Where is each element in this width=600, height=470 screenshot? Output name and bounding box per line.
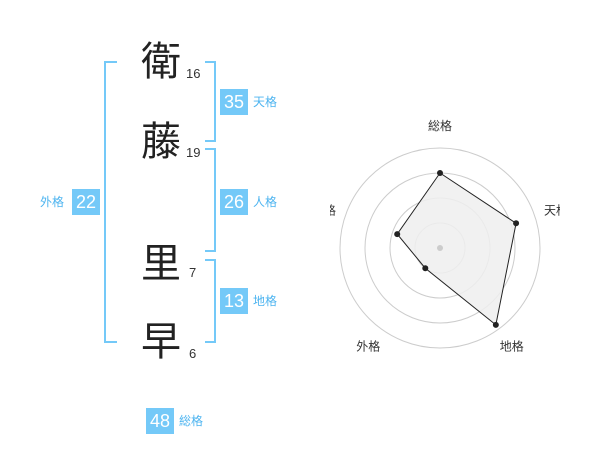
radar-axis-label-5: 人格 (330, 202, 336, 217)
stroke-count-1: 16 (186, 66, 201, 81)
radar-point-1 (437, 170, 443, 176)
jinkaku-label: 人格 (253, 195, 278, 209)
soukaku-label: 総格 (179, 414, 204, 428)
name-char-3: 里 (141, 241, 181, 287)
jinkaku-score: 26 (220, 189, 248, 215)
tenkaku-bracket (205, 61, 216, 142)
stroke-count-3: 7 (189, 265, 197, 280)
radar-area (396, 172, 517, 326)
name-char-2: 藤 (141, 119, 181, 165)
radar-chart: 総格天格地格 外格 人格 (330, 118, 560, 354)
chikaku-bracket (205, 259, 216, 343)
radar-axis-label-1: 総格 (428, 118, 452, 133)
gaikaku-score: 22 (72, 189, 100, 215)
chikaku-score: 13 (220, 288, 248, 314)
radar-point-4 (422, 265, 429, 272)
radar-point-2 (513, 220, 520, 227)
tenkaku-label: 天格 (253, 95, 278, 109)
radar-axis-label-3: 地格 (500, 339, 524, 354)
stroke-count-4: 6 (189, 346, 197, 361)
stroke-count-2: 19 (186, 145, 201, 160)
radar-axis-label-4: 外格 (356, 339, 380, 354)
gaikaku-bracket (104, 61, 117, 343)
radar-axis-label-2: 天格 (544, 202, 560, 217)
radar-ring-4 (339, 147, 541, 349)
chikaku-label: 地格 (253, 294, 278, 308)
name-char-4: 早 (141, 319, 181, 365)
name-char-1: 衛 (141, 39, 181, 85)
radar-points (394, 170, 520, 328)
tenkaku-score: 35 (220, 89, 248, 115)
radar-center-dot (437, 245, 443, 251)
radar-labels: 総格天格地格 外格 人格 (330, 118, 560, 354)
radar-point-3 (492, 321, 499, 328)
gaikaku-label: 外格 (40, 195, 65, 209)
jinkaku-bracket (205, 148, 216, 252)
soukaku-score: 48 (146, 408, 174, 434)
radar-point-5 (394, 231, 401, 238)
